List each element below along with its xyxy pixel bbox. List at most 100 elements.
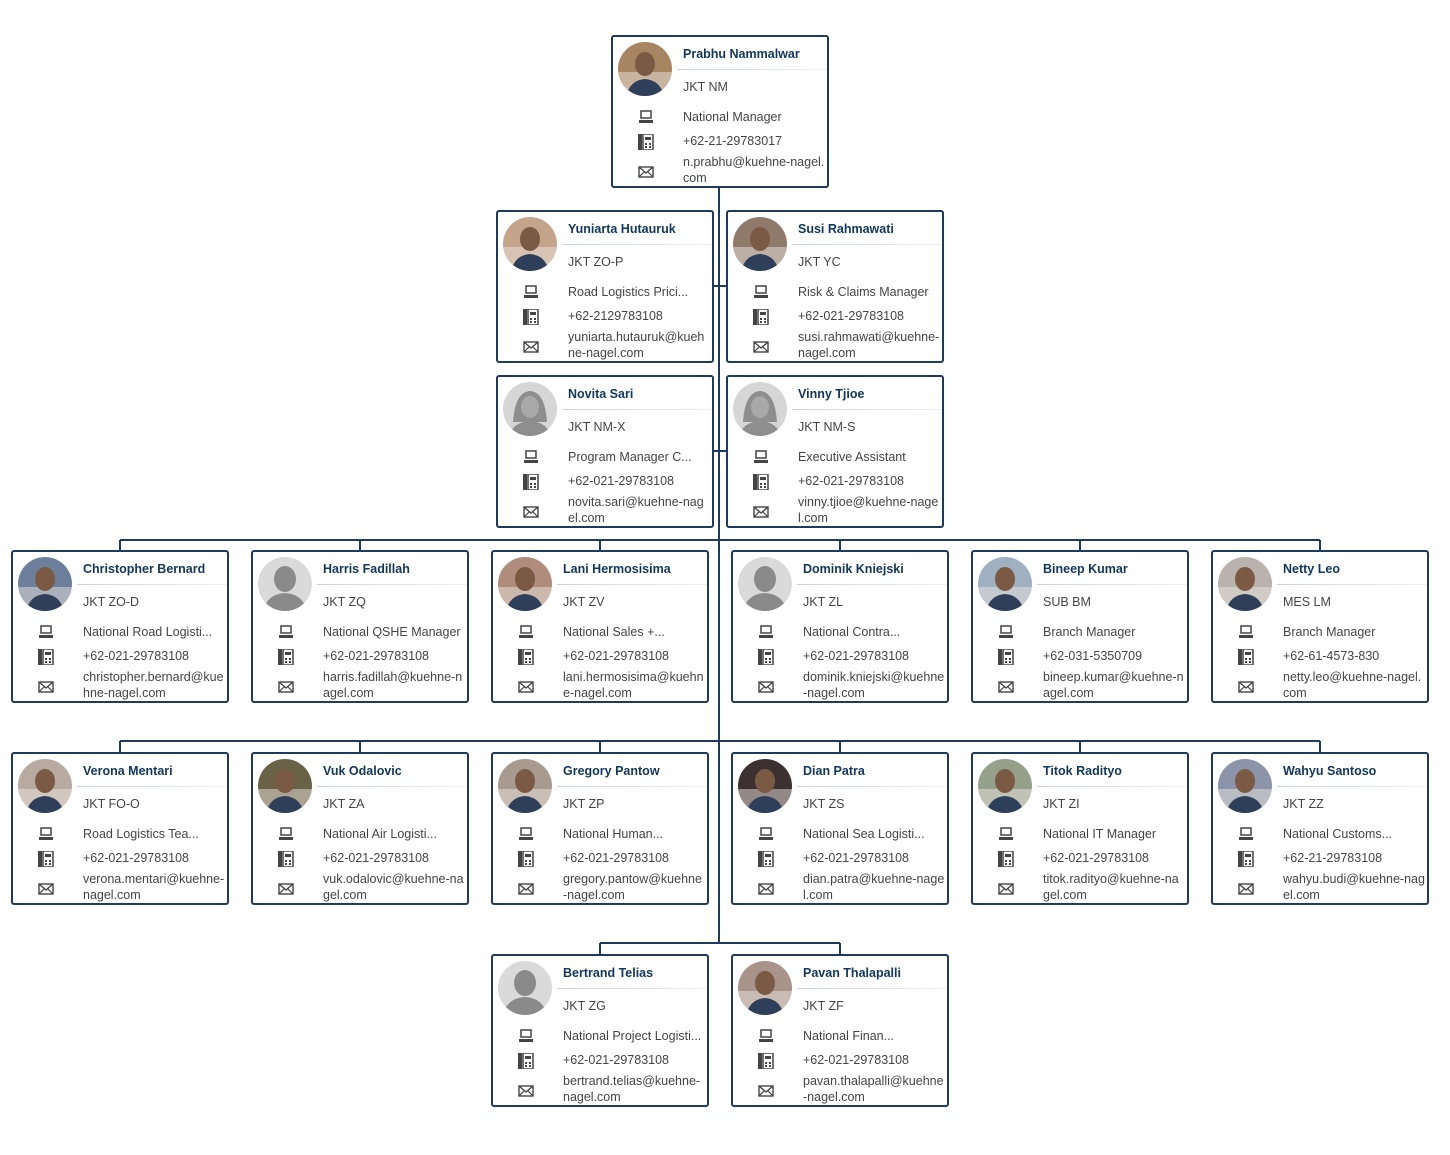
phone-number: +62-021-29783108	[568, 474, 674, 488]
envelope-icon	[517, 679, 535, 695]
email-link[interactable]: vinny.tjioe@kuehne-nagel.com	[798, 495, 939, 525]
person-name: Netty Leo	[1283, 562, 1340, 576]
email-link[interactable]: n.prabhu@kuehne-nagel.com	[683, 155, 825, 185]
envelope-icon	[1237, 679, 1255, 695]
envelope-icon	[637, 164, 655, 180]
email-link[interactable]: dominik.kniejski@kuehne-nagel.com	[803, 670, 945, 700]
job-title: National Customs...	[1283, 827, 1393, 841]
phone-icon	[522, 473, 540, 491]
job-title: Road Logistics Tea...	[83, 827, 199, 841]
phone-icon	[757, 648, 775, 666]
email-link[interactable]: christopher.bernard@kuehne-nagel.com	[83, 670, 224, 700]
person-code: JKT ZV	[563, 595, 605, 609]
job-title: National Sales +...	[563, 625, 665, 639]
phone-icon	[37, 850, 55, 868]
envelope-icon	[37, 881, 55, 897]
avatar	[503, 382, 557, 436]
computer-icon	[517, 827, 535, 843]
email-link[interactable]: bertrand.telias@kuehne-nagel.com	[563, 1074, 701, 1104]
email-link[interactable]: gregory.pantow@kuehne-nagel.com	[563, 872, 702, 902]
person-code: JKT ZZ	[1283, 797, 1324, 811]
person-name: Prabhu Nammalwar	[683, 47, 800, 61]
divider	[792, 409, 942, 410]
job-title: National Manager	[683, 110, 782, 124]
job-title: National Project Logisti...	[563, 1029, 702, 1043]
person-name: Vuk Odalovic	[323, 764, 402, 778]
divider	[1277, 786, 1427, 787]
email-link[interactable]: wahyu.budi@kuehne-nagel.com	[1283, 872, 1425, 902]
person-code: JKT NM-S	[798, 420, 856, 434]
envelope-icon	[37, 679, 55, 695]
avatar	[258, 557, 312, 611]
phone-icon	[277, 850, 295, 868]
email-link[interactable]: dian.patra@kuehne-nagel.com	[803, 872, 945, 902]
email-link[interactable]: pavan.thalapalli@kuehne-nagel.com	[803, 1074, 944, 1104]
envelope-icon	[277, 679, 295, 695]
email-link[interactable]: yuniarta.hutauruk@kuehne-nagel.com	[568, 330, 705, 360]
computer-icon	[757, 625, 775, 641]
email-link[interactable]: lani.hermosisima@kuehne-nagel.com	[563, 670, 704, 700]
envelope-icon	[277, 881, 295, 897]
phone-icon	[522, 308, 540, 326]
computer-icon	[757, 1029, 775, 1045]
job-title: Risk & Claims Manager	[798, 285, 929, 299]
email-link[interactable]: susi.rahmawati@kuehne-nagel.com	[798, 330, 940, 360]
email-link[interactable]: novita.sari@kuehne-nagel.com	[568, 495, 704, 525]
divider	[797, 988, 947, 989]
email-link[interactable]: titok.radityo@kuehne-nagel.com	[1043, 872, 1179, 902]
computer-icon	[517, 625, 535, 641]
person-code: JKT ZG	[563, 999, 606, 1013]
phone-number: +62-021-29783108	[83, 851, 189, 865]
person-name: Novita Sari	[568, 387, 634, 401]
envelope-icon	[517, 881, 535, 897]
envelope-icon	[757, 881, 775, 897]
email-link[interactable]: vuk.odalovic@kuehne-nagel.com	[323, 872, 464, 902]
computer-icon	[522, 285, 540, 301]
person-code: SUB BM	[1043, 595, 1091, 609]
email-link[interactable]: harris.fadillah@kuehne-nagel.com	[323, 670, 463, 700]
job-title: National IT Manager	[1043, 827, 1157, 841]
phone-icon	[757, 1052, 775, 1070]
job-title: Program Manager C...	[568, 450, 692, 464]
email-link[interactable]: bineep.kumar@kuehne-nagel.com	[1043, 670, 1184, 700]
person-code: JKT ZL	[803, 595, 844, 609]
email-link[interactable]: netty.leo@kuehne-nagel.com	[1283, 670, 1422, 700]
envelope-icon	[757, 679, 775, 695]
person-name: Bertrand Telias	[563, 966, 654, 980]
avatar	[498, 759, 552, 813]
divider	[77, 584, 227, 585]
person-name: Verona Mentari	[83, 764, 173, 778]
job-title: National QSHE Manager	[323, 625, 461, 639]
computer-icon	[997, 827, 1015, 843]
phone-number: +62-021-29783108	[563, 1053, 669, 1067]
envelope-icon	[1237, 881, 1255, 897]
email-link[interactable]: verona.mentari@kuehne-nagel.com	[83, 872, 225, 902]
avatar	[733, 382, 787, 436]
envelope-icon	[522, 339, 540, 355]
avatar	[18, 759, 72, 813]
phone-number: +62-021-29783108	[798, 474, 904, 488]
person-name: Titok Radityo	[1043, 764, 1122, 778]
person-name: Christopher Bernard	[83, 562, 206, 576]
divider	[557, 988, 707, 989]
phone-number: +62-021-29783108	[1043, 851, 1149, 865]
